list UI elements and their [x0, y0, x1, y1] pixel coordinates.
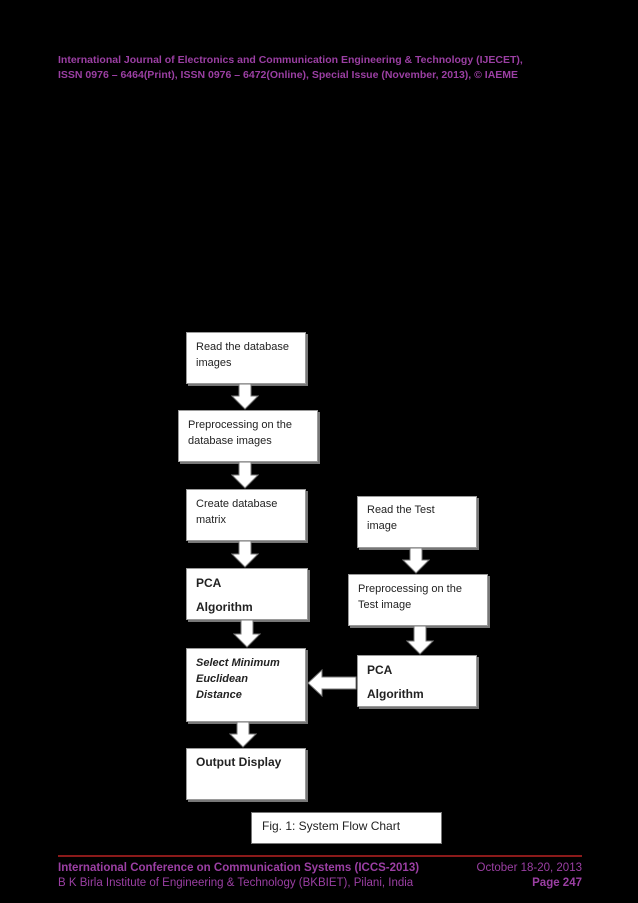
- box-text: images: [196, 357, 232, 369]
- pca-algorithm-left-box: PCA Algorithm: [186, 568, 308, 620]
- conference-name: International Conference on Communicatio…: [58, 862, 420, 874]
- down-arrow-icon: [406, 626, 434, 655]
- down-arrow-icon: [233, 620, 261, 648]
- read-test-image-box: Read the Test image: [357, 496, 477, 548]
- journal-header-line-2: ISSN 0976 – 6464(Print), ISSN 0976 – 647…: [58, 69, 519, 81]
- down-arrow-icon: [402, 548, 430, 574]
- box-text: Output Display: [196, 755, 282, 769]
- box-text: Algorithm: [196, 600, 253, 614]
- box-text: Read the database: [196, 341, 289, 353]
- box-text: Create database: [196, 498, 278, 510]
- box-text: Select Minimum: [196, 657, 280, 669]
- select-minimum-distance-box: Select Minimum Euclidean Distance: [186, 648, 306, 722]
- down-arrow-icon: [231, 384, 259, 410]
- box-text: Read the Test image: [367, 504, 435, 532]
- box-text: Algorithm: [367, 687, 424, 701]
- output-display-box: Output Display: [186, 748, 306, 800]
- down-arrow-icon: [231, 462, 259, 489]
- institute-name: B K Birla Institute of Engineering & Tec…: [58, 877, 414, 889]
- conference-date: October 18-20, 2013: [476, 862, 583, 874]
- left-arrow-icon: [307, 669, 357, 697]
- create-database-matrix-box: Create database matrix: [186, 489, 306, 541]
- preprocessing-test-box: Preprocessing on the Test image: [348, 574, 488, 626]
- pca-algorithm-right-box: PCA Algorithm: [357, 655, 477, 707]
- down-arrow-icon: [231, 541, 259, 568]
- box-text: Test image: [358, 599, 412, 611]
- box-text: Euclidean Distance: [196, 673, 248, 701]
- figure-caption: Fig. 1: System Flow Chart: [251, 812, 442, 844]
- footer-divider: [58, 855, 582, 857]
- box-text: PCA: [196, 576, 222, 590]
- preprocessing-database-box: Preprocessing on the database images: [178, 410, 318, 462]
- box-text: PCA: [367, 663, 393, 677]
- down-arrow-icon: [229, 722, 257, 748]
- read-database-images-box: Read the database images: [186, 332, 306, 384]
- box-text: Preprocessing on the: [188, 419, 292, 431]
- box-text: Preprocessing on the: [358, 583, 462, 595]
- page-number: Page 247: [532, 877, 582, 889]
- journal-header-line-1: International Journal of Electronics and…: [58, 54, 523, 66]
- box-text: database images: [188, 435, 272, 447]
- box-text: matrix: [196, 514, 226, 526]
